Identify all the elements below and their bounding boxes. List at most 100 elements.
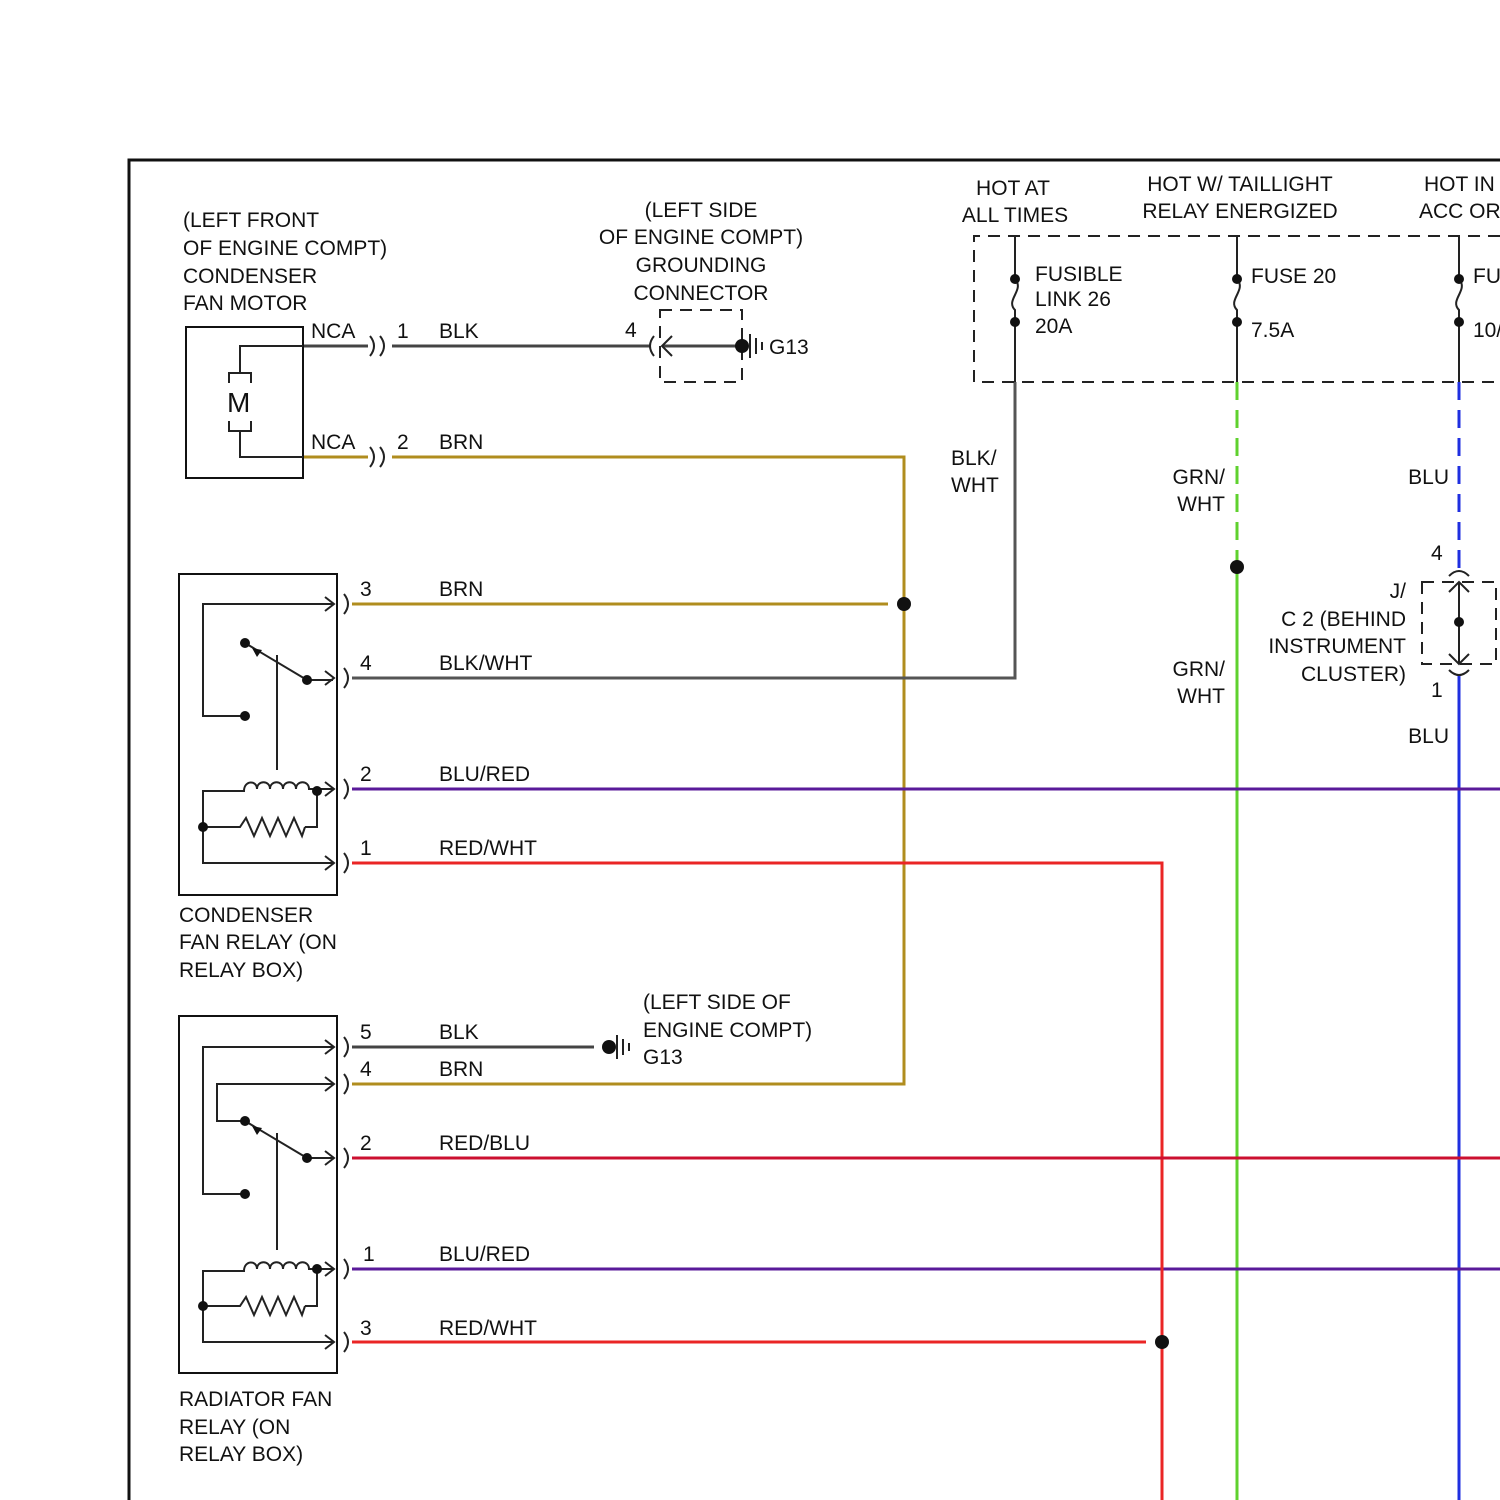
motor-label-4: FAN MOTOR xyxy=(183,292,307,315)
motor-label-3: CONDENSER xyxy=(183,265,317,288)
fuse-right-dot-top xyxy=(1454,274,1464,284)
fuse-col2-label-2: 7.5A xyxy=(1251,319,1294,342)
rad-relay-contact-com xyxy=(302,1153,312,1163)
jc-label-4: CLUSTER) xyxy=(1301,663,1406,686)
fuse-col1-header-2: ALL TIMES xyxy=(962,204,1068,227)
motor-label-1: (LEFT FRONT xyxy=(183,209,319,232)
grounding-label-2: OF ENGINE COMPT) xyxy=(599,226,803,249)
motor-pin1-number: 1 xyxy=(397,320,409,343)
rad-relay-label-2: RELAY (ON xyxy=(179,1416,290,1439)
fusible-link-dot-bottom xyxy=(1010,317,1020,327)
grounding-pin-number: 4 xyxy=(625,319,637,342)
ground-g13-dot xyxy=(602,1040,616,1054)
wires xyxy=(303,236,1500,1500)
fuse-col2-header-1: HOT W/ TAILLIGHT xyxy=(1147,173,1333,196)
wire-label-grnwht-top-2: WHT xyxy=(1177,493,1225,516)
rad-relay-pin2-wire: RED/BLU xyxy=(439,1132,530,1155)
cond-relay-contact-no xyxy=(240,711,250,721)
motor-connector-1 xyxy=(370,336,384,356)
wire-label-blkwht-2: WHT xyxy=(951,474,999,497)
grounding-connector: (LEFT SIDE OF ENGINE COMPT) GROUNDING CO… xyxy=(599,199,809,382)
cond-relay-contact-nc xyxy=(240,638,250,648)
rad-relay-pin3: 3 xyxy=(360,1317,372,1340)
grounding-dot xyxy=(735,339,749,353)
fuse-col1-label-3: 20A xyxy=(1035,315,1072,338)
rad-relay-coil-dot xyxy=(312,1264,322,1274)
rad-relay-pin5-wire: BLK xyxy=(439,1021,479,1044)
motor-pin1-connector: NCA xyxy=(311,320,355,343)
cond-relay-pin1-wire: RED/WHT xyxy=(439,837,537,860)
wire-label-grnwht-bottom-1: GRN/ xyxy=(1173,658,1226,681)
rad-relay-pin5: 5 xyxy=(360,1021,372,1044)
ground-g13-label-2: ENGINE COMPT) xyxy=(643,1019,812,1042)
jc-dot xyxy=(1454,617,1464,627)
motor-pin2-wire: BRN xyxy=(439,431,483,454)
cond-relay-pin4-wire: BLK/WHT xyxy=(439,652,533,675)
fuse-col2-header-2: RELAY ENERGIZED xyxy=(1142,200,1337,223)
jc-label-1: J/ xyxy=(1390,580,1407,603)
wire-label-grnwht-bottom-2: WHT xyxy=(1177,685,1225,708)
cond-relay-connectors xyxy=(344,594,348,873)
ground-g13: (LEFT SIDE OF ENGINE COMPT) G13 xyxy=(602,991,812,1069)
jc-label-2: C 2 (BEHIND xyxy=(1281,608,1406,631)
rad-relay-contact-no xyxy=(240,1189,250,1199)
wire-label-blu-bottom: BLU xyxy=(1408,725,1449,748)
rad-relay-label-3: RELAY BOX) xyxy=(179,1443,303,1466)
cond-relay-circuit xyxy=(203,604,333,863)
rad-relay-pin2: 2 xyxy=(360,1132,372,1155)
fuse-right-dot-bottom xyxy=(1454,317,1464,327)
grounding-label-4: CONNECTOR xyxy=(634,282,769,305)
condenser-fan-relay: 3 BRN 4 BLK/WHT 2 BLU/RED 1 RED/WHT COND… xyxy=(179,574,537,982)
jc-label-3: INSTRUMENT xyxy=(1268,635,1406,658)
fuse-col2-label-1: FUSE 20 xyxy=(1251,265,1336,288)
cond-relay-pin1: 1 xyxy=(360,837,372,860)
wire-cond-relay-redwht xyxy=(352,863,1162,1500)
cond-relay-label-1: CONDENSER xyxy=(179,904,313,927)
junction-connector: 4 1 J/ C 2 (BEHIND INSTRUMENT CLUSTER) xyxy=(1268,542,1496,702)
fuse-col3-label-2: 10/ xyxy=(1473,319,1500,342)
grounding-label-1: (LEFT SIDE xyxy=(645,199,758,222)
rad-relay-circuit xyxy=(203,1047,333,1342)
wire-label-blu-top: BLU xyxy=(1408,466,1449,489)
wire-label-grnwht-top-1: GRN/ xyxy=(1173,466,1226,489)
cond-relay-terminal-arrows xyxy=(325,597,334,870)
fuse-col3-header-2: ACC OR xyxy=(1419,200,1500,223)
motor-pin1-wire: BLK xyxy=(439,320,479,343)
wire-motor-brn xyxy=(303,457,904,1084)
fuse20-dot-bottom xyxy=(1232,317,1242,327)
rad-relay-pin4-wire: BRN xyxy=(439,1058,483,1081)
cond-relay-pin3-wire: BRN xyxy=(439,578,483,601)
cond-relay-coil-dot xyxy=(312,786,322,796)
ground-g13-symbol xyxy=(617,1035,629,1059)
rad-relay-connectors xyxy=(344,1037,348,1352)
splice-red-wht xyxy=(1155,1335,1169,1349)
splice-brn xyxy=(897,597,911,611)
motor-symbol: M xyxy=(227,387,250,418)
fuse20-dot-top xyxy=(1232,274,1242,284)
cond-relay-pin4: 4 xyxy=(360,652,372,675)
motor-connector-2 xyxy=(370,447,384,467)
cond-relay-contact-com xyxy=(302,675,312,685)
rad-relay-pin1-wire: BLU/RED xyxy=(439,1243,530,1266)
cond-relay-label-3: RELAY BOX) xyxy=(179,959,303,982)
rad-relay-label-1: RADIATOR FAN xyxy=(179,1388,332,1411)
splice-grn-wht xyxy=(1230,560,1244,574)
cond-relay-pin3: 3 xyxy=(360,578,372,601)
rad-relay-contact-nc xyxy=(240,1116,250,1126)
condenser-fan-motor: M NCA 1 BLK NCA 2 BRN (LEFT FRONT OF ENG… xyxy=(183,209,483,478)
cond-relay-pin2: 2 xyxy=(360,763,372,786)
rad-relay-pin4: 4 xyxy=(360,1058,372,1081)
fuse-col1-label-2: LINK 26 xyxy=(1035,288,1111,311)
ground-g13-label-1: (LEFT SIDE OF xyxy=(643,991,791,1014)
cond-relay-res-dot xyxy=(198,822,208,832)
wire-label-blkwht-1: BLK/ xyxy=(951,447,997,470)
ground-g13-label-3: G13 xyxy=(643,1046,683,1069)
grounding-label-3: GROUNDING xyxy=(636,254,767,277)
jc-pin-top: 4 xyxy=(1431,542,1443,565)
rad-relay-res-dot xyxy=(198,1301,208,1311)
fuse-col3-label-1: FU xyxy=(1473,265,1500,288)
fuse-box: HOT AT ALL TIMES HOT W/ TAILLIGHT RELAY … xyxy=(951,173,1500,748)
fusible-link-dot-top xyxy=(1010,274,1020,284)
rad-relay-terminal-arrows xyxy=(325,1040,334,1349)
grounding-ground-label: G13 xyxy=(769,336,809,359)
